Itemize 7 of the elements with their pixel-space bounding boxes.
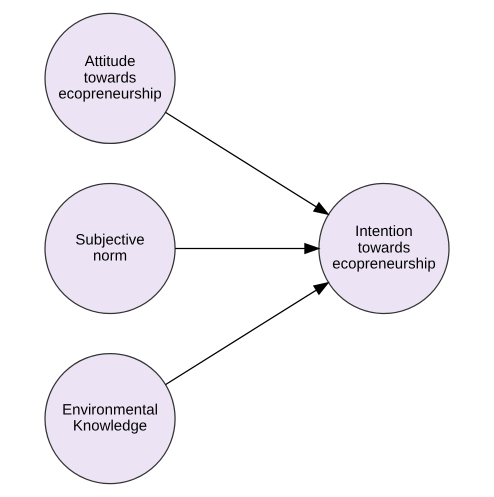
arrow <box>165 112 330 216</box>
arrow <box>165 282 330 386</box>
node-circle: Environmental Knowledge <box>44 352 176 484</box>
node-circle: Subjective norm <box>44 182 176 314</box>
arrow <box>175 242 321 254</box>
node-circle: Attitude towards ecopreneurship <box>44 12 176 144</box>
node-circle: Intention towards ecopreneurship <box>318 182 450 314</box>
